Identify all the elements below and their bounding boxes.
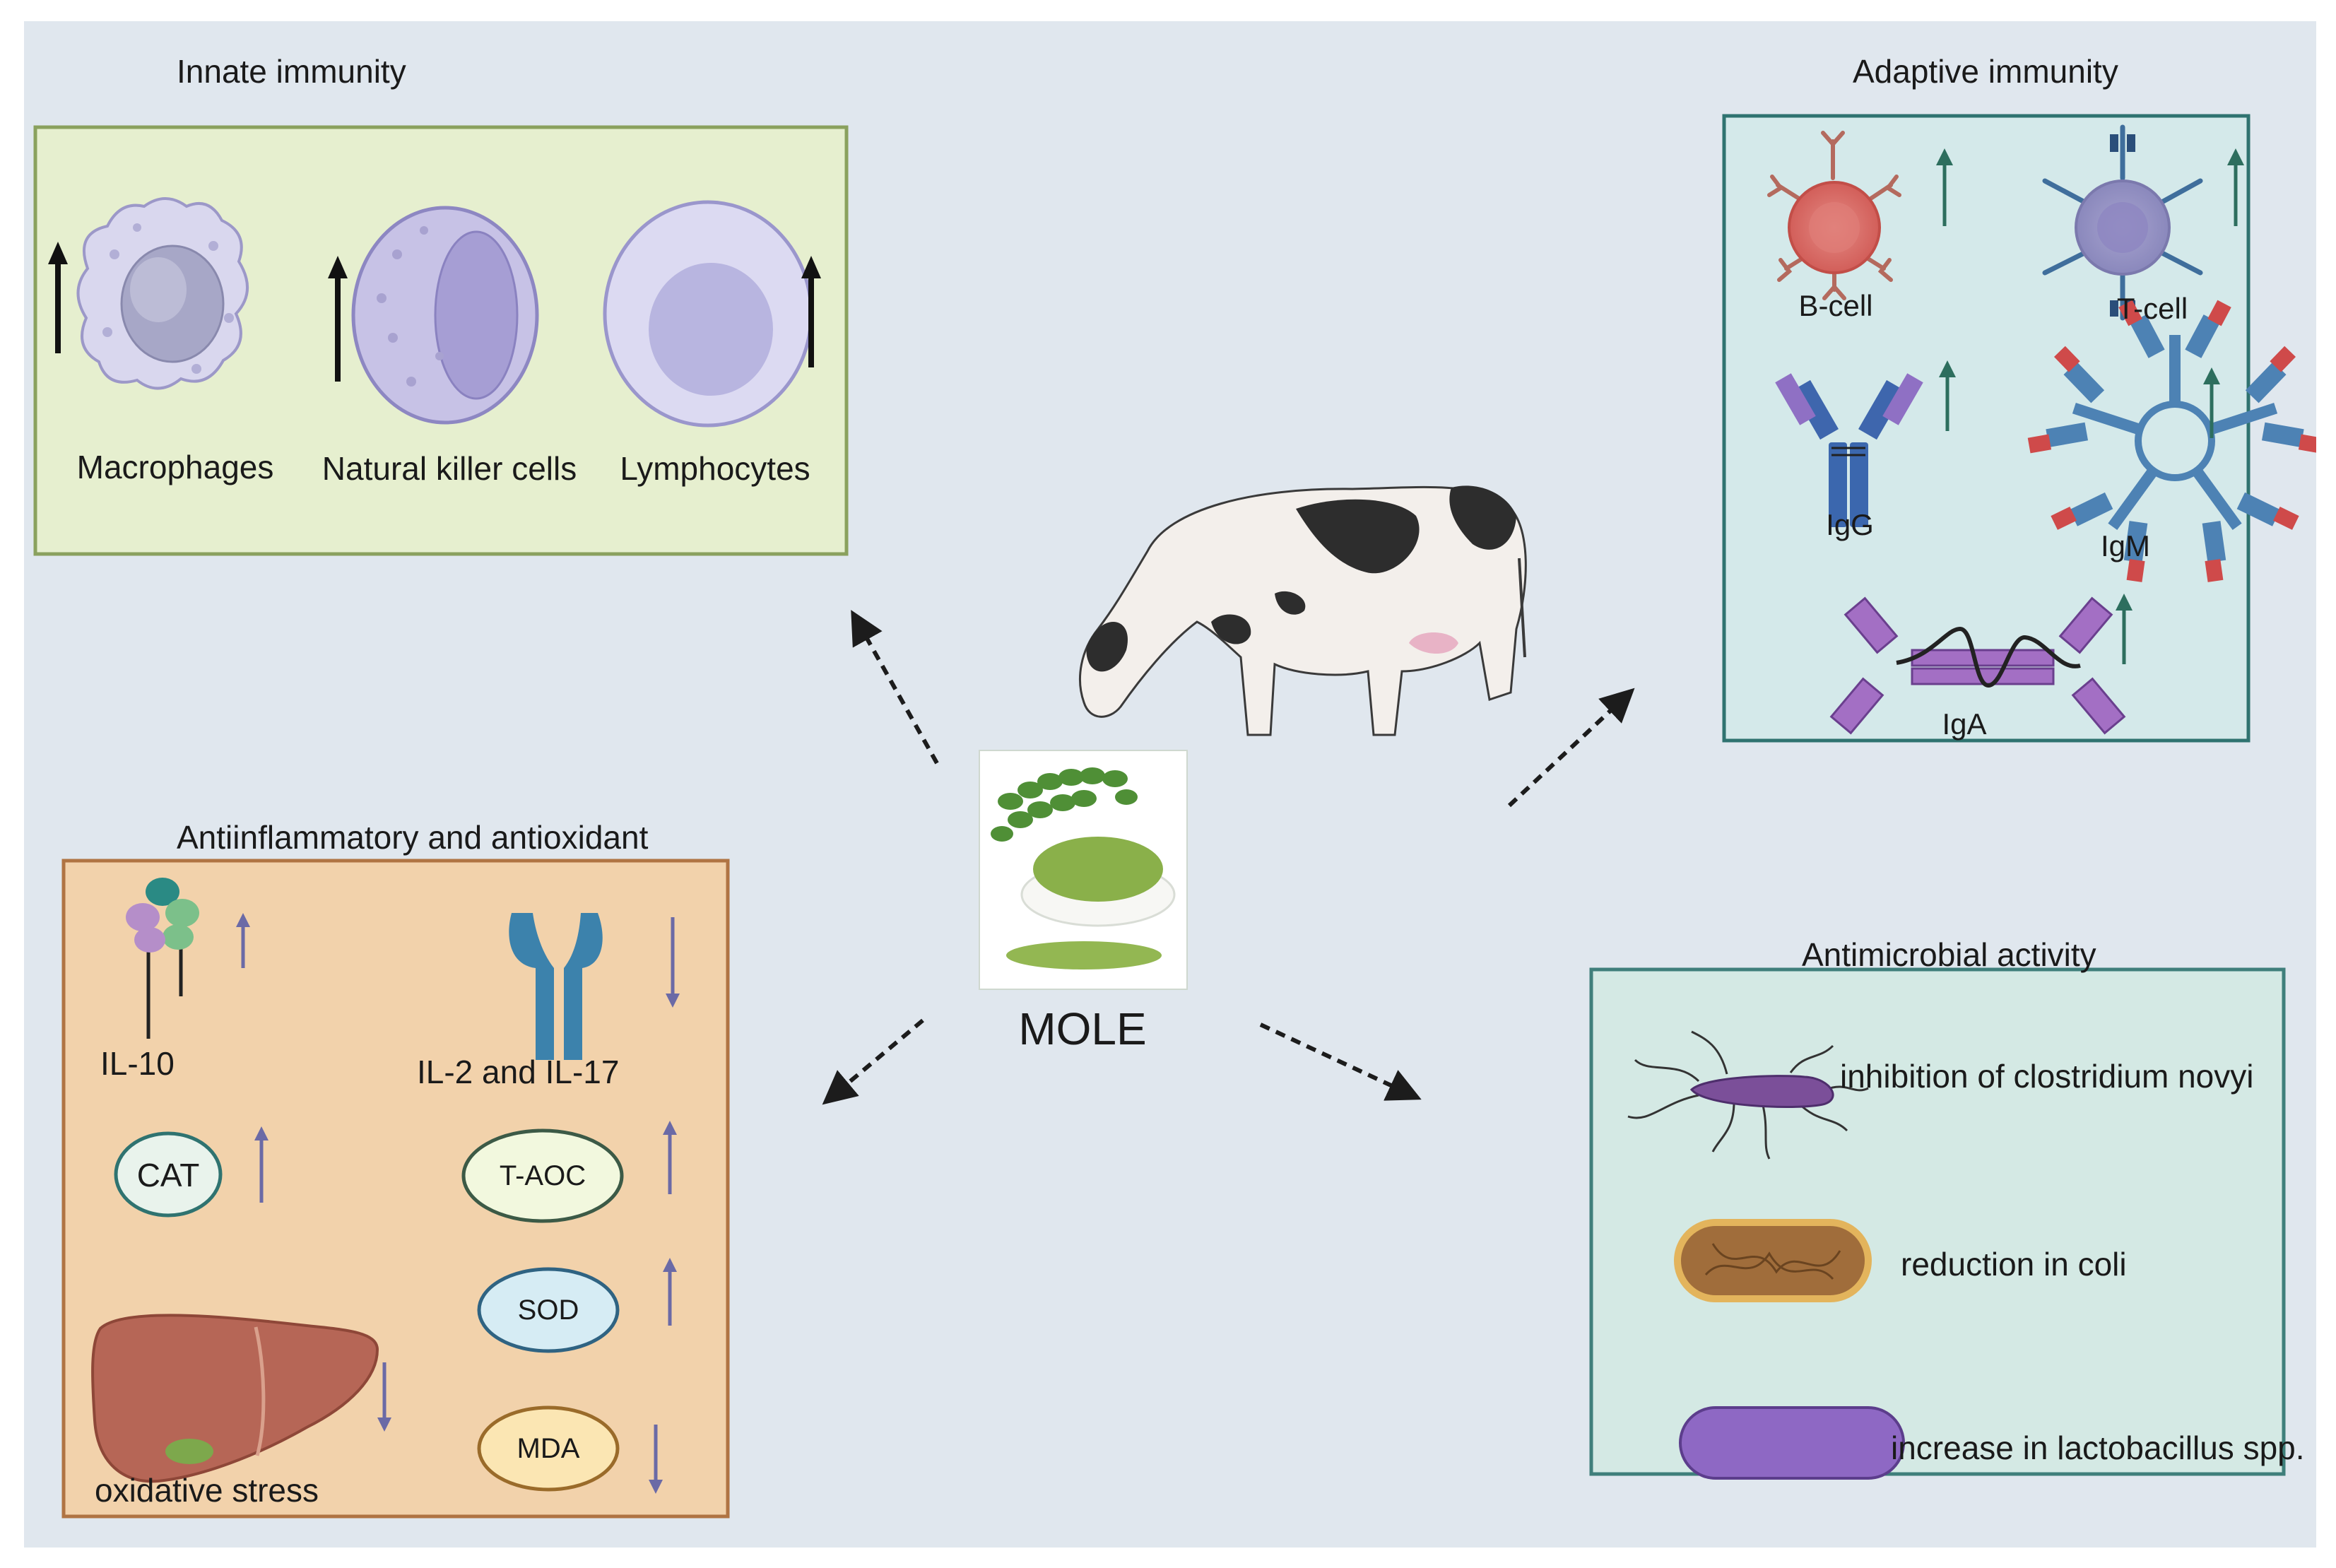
e-coli-icon <box>1674 1219 1872 1302</box>
taoc-label: T-AOC <box>499 1160 586 1191</box>
taoc-oval <box>461 1128 624 1223</box>
oxidative-stress-label: oxidative stress <box>95 1472 319 1509</box>
clostridium-label: inhibition of clostridium novyi <box>1840 1058 2254 1095</box>
nk-cells-label: Natural killer cells <box>322 450 577 487</box>
moringa-powder-image <box>979 750 1188 990</box>
lymphocytes-label: Lymphocytes <box>620 450 810 487</box>
lactobacillus-label: increase in lactobacillus spp. <box>1891 1430 2305 1466</box>
sod-oval <box>477 1267 620 1353</box>
adaptive-up-arrows <box>1936 148 2244 664</box>
cow-icon <box>1079 485 1527 736</box>
t-cell-label: T-cell <box>2116 292 2188 325</box>
il2-il17-receptor-icon <box>509 913 603 1060</box>
lymphocyte-icon <box>603 200 813 428</box>
il10-receptor-icon <box>126 878 199 1039</box>
cat-oval <box>114 1131 223 1218</box>
liver-icon <box>91 1314 379 1483</box>
igg-icon <box>1775 373 1923 527</box>
innate-up-arrows <box>48 242 821 382</box>
b-cell-label: B-cell <box>1798 289 1873 322</box>
sod-label: SOD <box>517 1295 579 1326</box>
coli-label: reduction in coli <box>1901 1246 2127 1283</box>
innate-title: Innate immunity <box>177 53 406 90</box>
nk-cell-icon <box>351 206 539 425</box>
lactobacillus-icon <box>1679 1406 1905 1480</box>
il2-il17-label: IL-2 and IL-17 <box>417 1054 620 1090</box>
figure-canvas: Innate immunity Macrophages Natural kill… <box>24 21 2316 1548</box>
adaptive-title: Adaptive immunity <box>1853 53 2118 90</box>
igm-icon <box>2023 300 2316 589</box>
figure-artwork <box>33 114 2316 1519</box>
il10-label: IL-10 <box>100 1045 175 1082</box>
igg-label: IgG <box>1826 508 1874 541</box>
macrophages-label: Macrophages <box>76 449 274 485</box>
iga-icon <box>1829 596 2126 735</box>
mda-oval <box>477 1405 620 1492</box>
microbial-title: Antimicrobial activity <box>1802 936 2096 973</box>
iga-label: IgA <box>1942 707 1987 741</box>
mole-label: MOLE <box>1018 1003 1147 1054</box>
anti-arrows <box>236 913 680 1494</box>
microbe-panel <box>1589 967 2286 1476</box>
clostridium-icon <box>1627 1030 1869 1160</box>
mda-label: MDA <box>517 1433 580 1464</box>
connector-arrows <box>822 610 1635 1105</box>
macrophage-icon <box>76 197 249 390</box>
cat-label: CAT <box>136 1157 200 1193</box>
anti-title: Antiinflammatory and antioxidant <box>177 819 649 856</box>
igm-label: IgM <box>2100 529 2151 562</box>
